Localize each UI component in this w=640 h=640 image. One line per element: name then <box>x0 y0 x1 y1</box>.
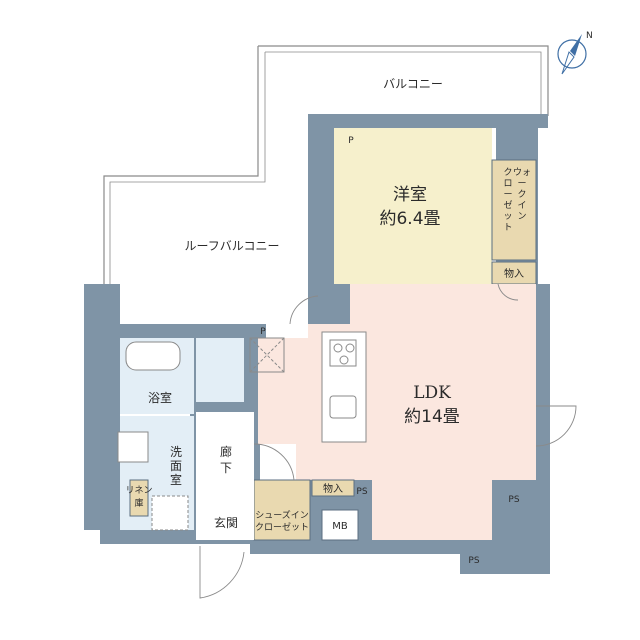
svg-text:ン: ン <box>517 212 526 222</box>
svg-text:ウォ: ウォ <box>513 167 531 178</box>
toilet-area <box>196 338 244 402</box>
svg-text:ク: ク <box>503 167 512 178</box>
svg-text:ゼ: ゼ <box>503 199 512 211</box>
pipe-space-ps-mid: PS <box>356 487 367 497</box>
pipe-space-p-top: P <box>348 136 354 146</box>
svg-text:ロ: ロ <box>503 179 512 189</box>
storage-middle <box>311 479 355 497</box>
refrigerator-space <box>249 337 285 373</box>
bathtub <box>125 341 181 371</box>
ldk-label: LDK <box>413 383 451 403</box>
balcony-label: バルコニー <box>383 77 443 91</box>
svg-text:洗: 洗 <box>170 445 182 459</box>
pipe-space-ps-bottom: PS <box>468 556 479 566</box>
balcony-area <box>103 45 549 284</box>
svg-text:ー: ー <box>517 179 526 189</box>
hallway-label-2: 下 <box>220 461 232 475</box>
linen-closet-label-2: 庫 <box>134 497 143 509</box>
entrance <box>196 498 254 540</box>
linen-closet <box>129 479 149 517</box>
svg-text:室: 室 <box>170 472 182 487</box>
north-arrow-icon: N <box>557 31 593 75</box>
ldk-size: 約14畳 <box>404 407 460 427</box>
svg-text:ー: ー <box>503 190 512 200</box>
door-swings <box>199 283 577 599</box>
shoes-in-closet-label-2: クローゼット <box>255 521 309 533</box>
svg-text:ク: ク <box>517 189 526 200</box>
meter-box-label: MB <box>332 521 348 532</box>
pipe-space-ps-right: PS <box>508 495 519 505</box>
storage-middle-label: 物入 <box>323 482 343 495</box>
entrance-label: 玄関 <box>214 515 238 530</box>
svg-text:ッ: ッ <box>503 212 512 222</box>
shoes-in-closet-label-1: シューズイン <box>255 509 309 521</box>
western-room-label: 洋室 <box>393 185 427 205</box>
hallway-label-1: 廊 <box>220 444 232 459</box>
svg-text:面: 面 <box>170 459 182 473</box>
linen-closet-label-1: リネン <box>125 485 152 496</box>
walk-in-closet <box>491 159 537 261</box>
western-room-size: 約6.4畳 <box>379 209 440 229</box>
pipe-space-p-mid: P <box>260 327 266 337</box>
hallway <box>196 412 254 498</box>
bathroom-label: 浴室 <box>148 390 172 405</box>
washroom-label: 洗 面 室 <box>170 445 182 487</box>
laundry-space <box>151 495 189 531</box>
shoes-in-closet <box>253 479 311 541</box>
storage-top-label: 物入 <box>504 267 524 280</box>
north-label: N <box>586 31 593 41</box>
washbasin <box>117 431 149 463</box>
walk-in-closet-label: ウォ ー ク イ ン ク ロ ー ゼ ッ ト <box>503 167 531 233</box>
kitchen-counter <box>321 331 367 443</box>
meter-box <box>321 509 359 541</box>
svg-text:ト: ト <box>503 223 512 233</box>
roof-balcony-label: ルーフバルコニー <box>184 239 279 253</box>
svg-text:イ: イ <box>517 201 526 211</box>
western-room <box>334 128 492 284</box>
